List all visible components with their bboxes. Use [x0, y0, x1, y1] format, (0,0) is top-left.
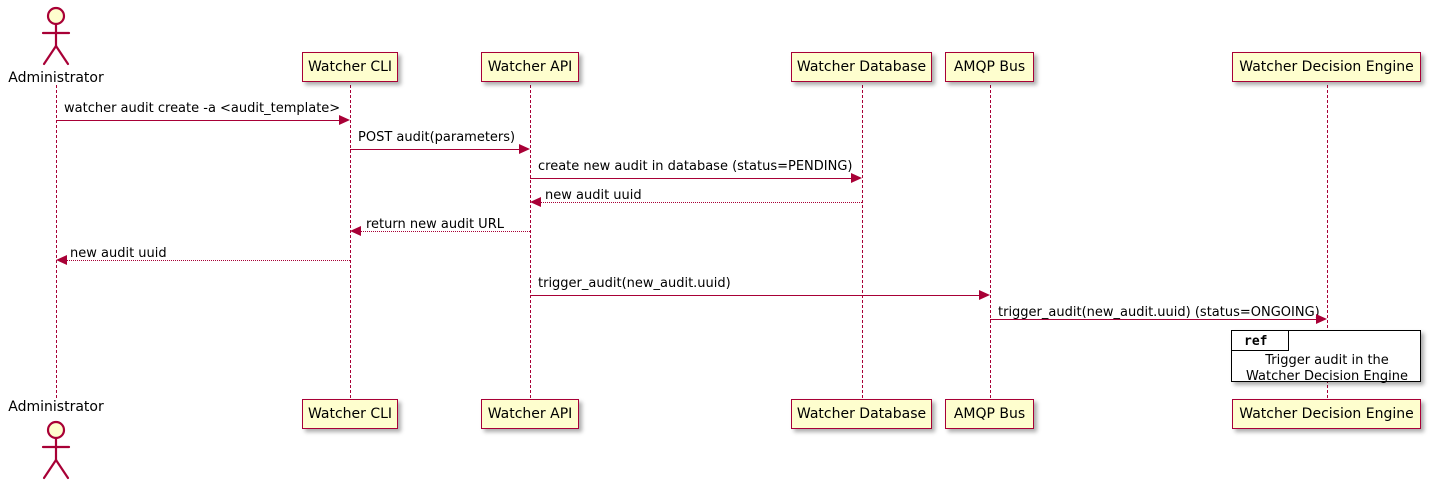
message-label-1: watcher audit create -a <audit_template>	[64, 101, 341, 116]
message-label-3: create new audit in database (status=PEN…	[538, 159, 853, 174]
message-arrowhead-1	[339, 115, 350, 125]
participant-watcher-cli-top[interactable]: Watcher CLI	[302, 52, 398, 82]
participant-watcher-decision-engine-top[interactable]: Watcher Decision Engine	[1232, 52, 1421, 82]
participant-label-amqp-bus-top: AMQP Bus	[953, 59, 1026, 75]
actor-administrator-top[interactable]	[32, 4, 80, 68]
message-line-5	[361, 231, 530, 232]
participant-amqp-bus-top[interactable]: AMQP Bus	[945, 52, 1034, 82]
message-arrowhead-5	[350, 226, 361, 236]
ref-fragment-trigger-audit[interactable]: ref Trigger audit in the Watcher Decisio…	[1231, 330, 1421, 384]
participant-label-watcher-cli-top: Watcher CLI	[307, 59, 393, 75]
message-label-2: POST audit(parameters)	[358, 130, 516, 145]
actor-stick-figure-icon	[41, 6, 71, 66]
message-label-8: trigger_audit(new_audit.uuid) (status=ON…	[998, 305, 1320, 320]
participant-watcher-decision-engine-bottom[interactable]: Watcher Decision Engine	[1232, 399, 1421, 429]
message-label-4: new audit uuid	[545, 188, 642, 203]
message-line-3	[530, 178, 851, 179]
participant-watcher-cli-bottom[interactable]: Watcher CLI	[302, 399, 398, 429]
participant-label-watcher-api-bottom: Watcher API	[487, 406, 573, 422]
participant-label-watcher-database-top: Watcher Database	[796, 59, 927, 75]
actor-stick-figure-bottom-icon	[41, 420, 71, 480]
ref-fragment-tab-label: ref	[1244, 334, 1268, 349]
message-label-7: trigger_audit(new_audit.uuid)	[538, 276, 731, 291]
message-arrowhead-7	[979, 290, 990, 300]
participant-label-watcher-api-top: Watcher API	[487, 59, 573, 75]
lifeline-watcher-cli	[350, 85, 351, 398]
message-arrowhead-8	[1316, 314, 1327, 324]
message-line-7	[530, 295, 979, 296]
participant-label-watcher-decision-engine-top: Watcher Decision Engine	[1239, 59, 1414, 75]
participant-label-amqp-bus-bottom: AMQP Bus	[953, 406, 1026, 422]
lifeline-watcher-decision-engine	[1327, 85, 1328, 398]
participant-watcher-database-top[interactable]: Watcher Database	[791, 52, 932, 82]
message-label-5: return new audit URL	[366, 217, 504, 232]
ref-fragment-tab	[1232, 331, 1289, 351]
lifeline-watcher-database	[862, 85, 863, 398]
message-arrowhead-6	[56, 255, 67, 265]
actor-label-administrator-top: Administrator	[8, 70, 104, 86]
participant-watcher-api-bottom[interactable]: Watcher API	[481, 399, 579, 429]
message-line-8	[990, 319, 1316, 320]
participant-label-watcher-decision-engine-bottom: Watcher Decision Engine	[1239, 406, 1414, 422]
message-arrowhead-3	[851, 173, 862, 183]
lifeline-amqp-bus	[990, 85, 991, 398]
message-line-4	[541, 202, 862, 203]
participant-watcher-database-bottom[interactable]: Watcher Database	[791, 399, 932, 429]
ref-fragment-body-line-1: Trigger audit in the	[1265, 353, 1389, 368]
message-line-2	[350, 149, 519, 150]
lifeline-administrator	[56, 85, 57, 398]
message-line-6	[67, 260, 350, 261]
ref-fragment-body-line-2: Watcher Decision Engine	[1246, 369, 1408, 384]
participant-amqp-bus-bottom[interactable]: AMQP Bus	[945, 399, 1034, 429]
message-arrowhead-4	[530, 197, 541, 207]
message-arrowhead-2	[519, 144, 530, 154]
actor-label-administrator-bottom: Administrator	[8, 399, 104, 415]
message-line-1	[56, 120, 339, 121]
participant-watcher-api-top[interactable]: Watcher API	[481, 52, 579, 82]
actor-administrator-bottom[interactable]	[32, 418, 80, 482]
lifeline-watcher-api	[530, 85, 531, 398]
message-label-6: new audit uuid	[70, 246, 167, 261]
participant-label-watcher-cli-bottom: Watcher CLI	[307, 406, 393, 422]
participant-label-watcher-database-bottom: Watcher Database	[796, 406, 927, 422]
